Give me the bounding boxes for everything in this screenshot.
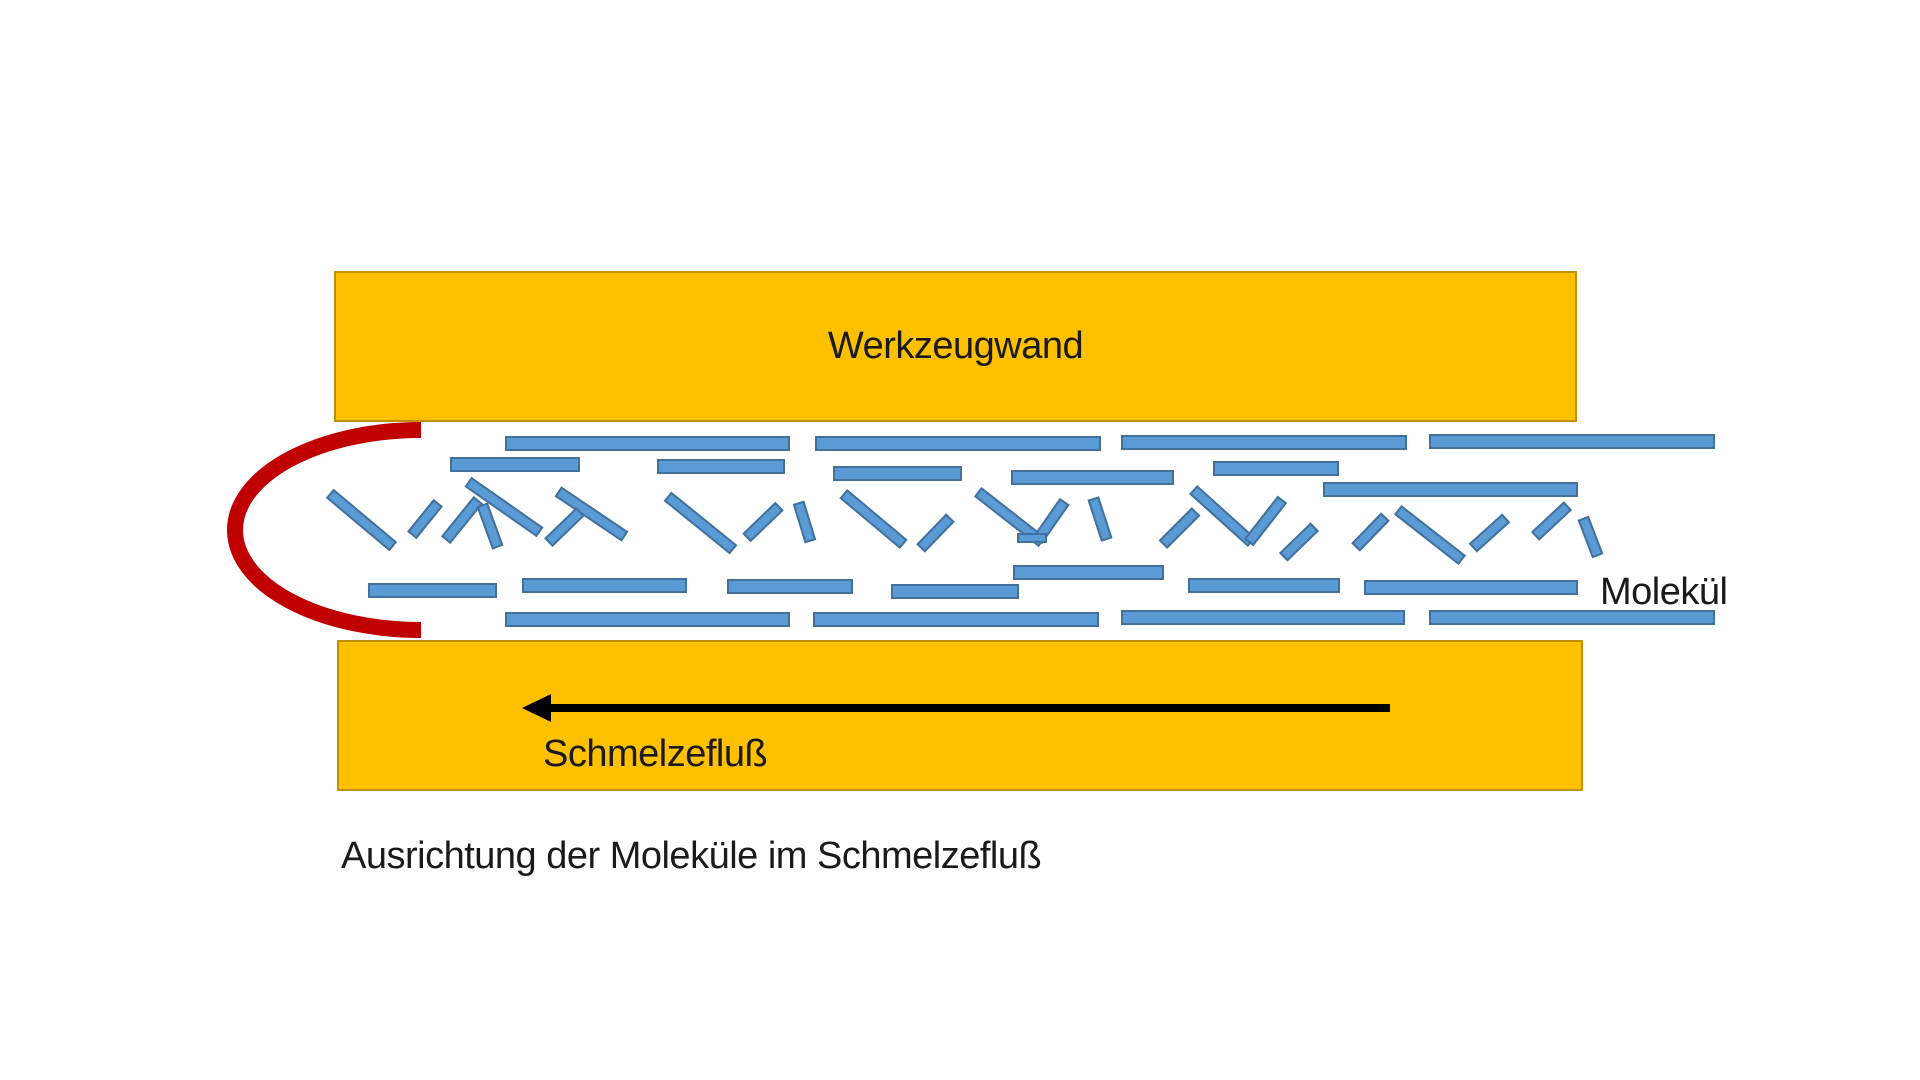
molecule-bar (1121, 434, 1407, 450)
flow-label: Schmelzefluß (543, 733, 768, 775)
molecule-bar (1364, 579, 1578, 595)
flow-arrow-shaft (548, 704, 1390, 712)
molecule-bar (1087, 496, 1113, 542)
molecule-bar (891, 583, 1019, 599)
molecule-bar (838, 489, 908, 549)
molecule-bar (450, 456, 580, 472)
molecule-bar (1322, 481, 1578, 497)
molecule-bar (1429, 609, 1715, 625)
molecule-bar (1213, 460, 1339, 476)
molecule-bar (792, 500, 816, 544)
molecule-bar (1188, 577, 1340, 593)
molecule-bar (1393, 505, 1467, 565)
molecule-bar (1350, 512, 1390, 552)
molecule-bar (543, 507, 585, 547)
molecule-bar (915, 513, 955, 553)
molecule-bar (742, 501, 784, 543)
molecule-bar (832, 465, 962, 481)
molecule-bar (1279, 522, 1319, 562)
molecule-bar (813, 611, 1099, 627)
molecule-bar (504, 611, 790, 627)
molecule-bar (1577, 515, 1603, 559)
top-wall-label: Werkzeugwand (827, 325, 1084, 367)
molecule-bar (657, 458, 785, 474)
molecule-bar (407, 498, 443, 540)
molecule-bar (1012, 564, 1164, 580)
molecule-bar (1468, 513, 1510, 553)
molecule-bar (663, 491, 737, 555)
molecule-bar (325, 488, 397, 552)
molecule-label: Molekül (1600, 571, 1728, 613)
molecule-bar (521, 577, 687, 593)
top-wall: Werkzeugwand (334, 271, 1577, 422)
molecule-bar (1530, 501, 1572, 541)
molecule-bar (1158, 507, 1200, 549)
molecule-bar (1121, 609, 1405, 625)
flow-arrow-head (522, 694, 551, 722)
molecule-bar (1017, 533, 1047, 543)
caption: Ausrichtung der Moleküle im Schmelzefluß (341, 835, 1042, 877)
flow-arrow (522, 694, 1390, 722)
molecule-bar (815, 435, 1101, 451)
molecule-bar (440, 496, 484, 544)
molecule-bar (727, 578, 853, 594)
flow-front-arc (227, 422, 422, 638)
molecule-bar (1010, 469, 1174, 485)
molecule-bar (1243, 495, 1287, 547)
molecule-bar (504, 435, 790, 451)
molecule-bar (1429, 433, 1715, 449)
molecule-bar (367, 582, 497, 598)
